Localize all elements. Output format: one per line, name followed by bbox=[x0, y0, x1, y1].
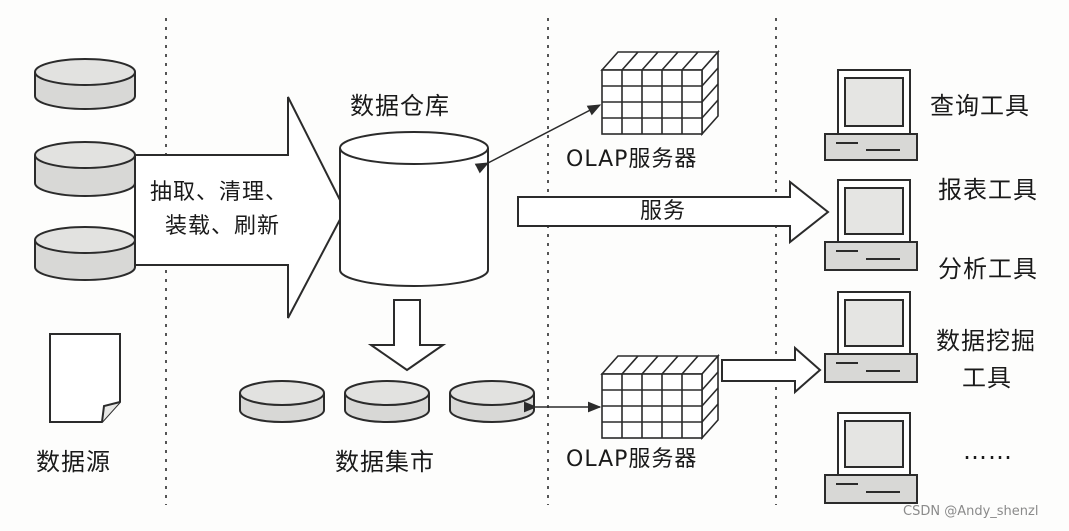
olap-to-tools-arrow bbox=[721, 345, 822, 395]
watermark: CSDN @Andy_shenzl bbox=[903, 504, 1039, 519]
etl-label-line1: 抽取、清理、 bbox=[150, 180, 289, 205]
data-mart-1 bbox=[239, 380, 325, 423]
warehouse-label: 数据仓库 bbox=[350, 92, 450, 120]
computer-icon-4 bbox=[824, 412, 918, 504]
data-mart-2 bbox=[344, 380, 430, 423]
tool-label-mining: 数据挖掘 bbox=[936, 327, 1036, 355]
service-label: 服务 bbox=[640, 199, 687, 224]
tool-label-analysis: 分析工具 bbox=[938, 255, 1038, 283]
source-db-3 bbox=[34, 226, 136, 281]
document-icon bbox=[49, 333, 121, 423]
olap-server-label-top: OLAP服务器 bbox=[566, 147, 698, 172]
computer-icons bbox=[824, 69, 918, 504]
source-db-1 bbox=[34, 58, 136, 110]
warehouse-cylinder-icon bbox=[339, 131, 489, 287]
tool-label-query: 查询工具 bbox=[930, 92, 1030, 120]
source-db-2 bbox=[34, 141, 136, 197]
tool-label-mining-cont: 工具 bbox=[962, 364, 1012, 392]
tool-label-more: …… bbox=[963, 437, 1013, 465]
data-source-label: 数据源 bbox=[36, 448, 111, 476]
olap-cube-icon-top bbox=[600, 49, 720, 137]
data-mart-3 bbox=[449, 380, 535, 423]
warehouse-olap-link bbox=[474, 104, 602, 174]
tool-label-report: 报表工具 bbox=[938, 176, 1038, 204]
service-arrow bbox=[517, 179, 830, 245]
computer-icon-2 bbox=[824, 179, 918, 271]
olap-cube-icon-bottom bbox=[600, 353, 720, 441]
data-mart-icons bbox=[239, 380, 535, 423]
etl-arrow bbox=[134, 96, 347, 319]
computer-icon-3 bbox=[824, 291, 918, 383]
computer-icon-1 bbox=[824, 69, 918, 161]
etl-label-line2: 装载、刷新 bbox=[165, 214, 281, 239]
data-mart-label: 数据集市 bbox=[335, 448, 435, 476]
warehouse-to-mart-arrow bbox=[367, 299, 447, 372]
source-database-icons bbox=[34, 58, 136, 281]
olap-server-label-bottom: OLAP服务器 bbox=[566, 447, 698, 472]
